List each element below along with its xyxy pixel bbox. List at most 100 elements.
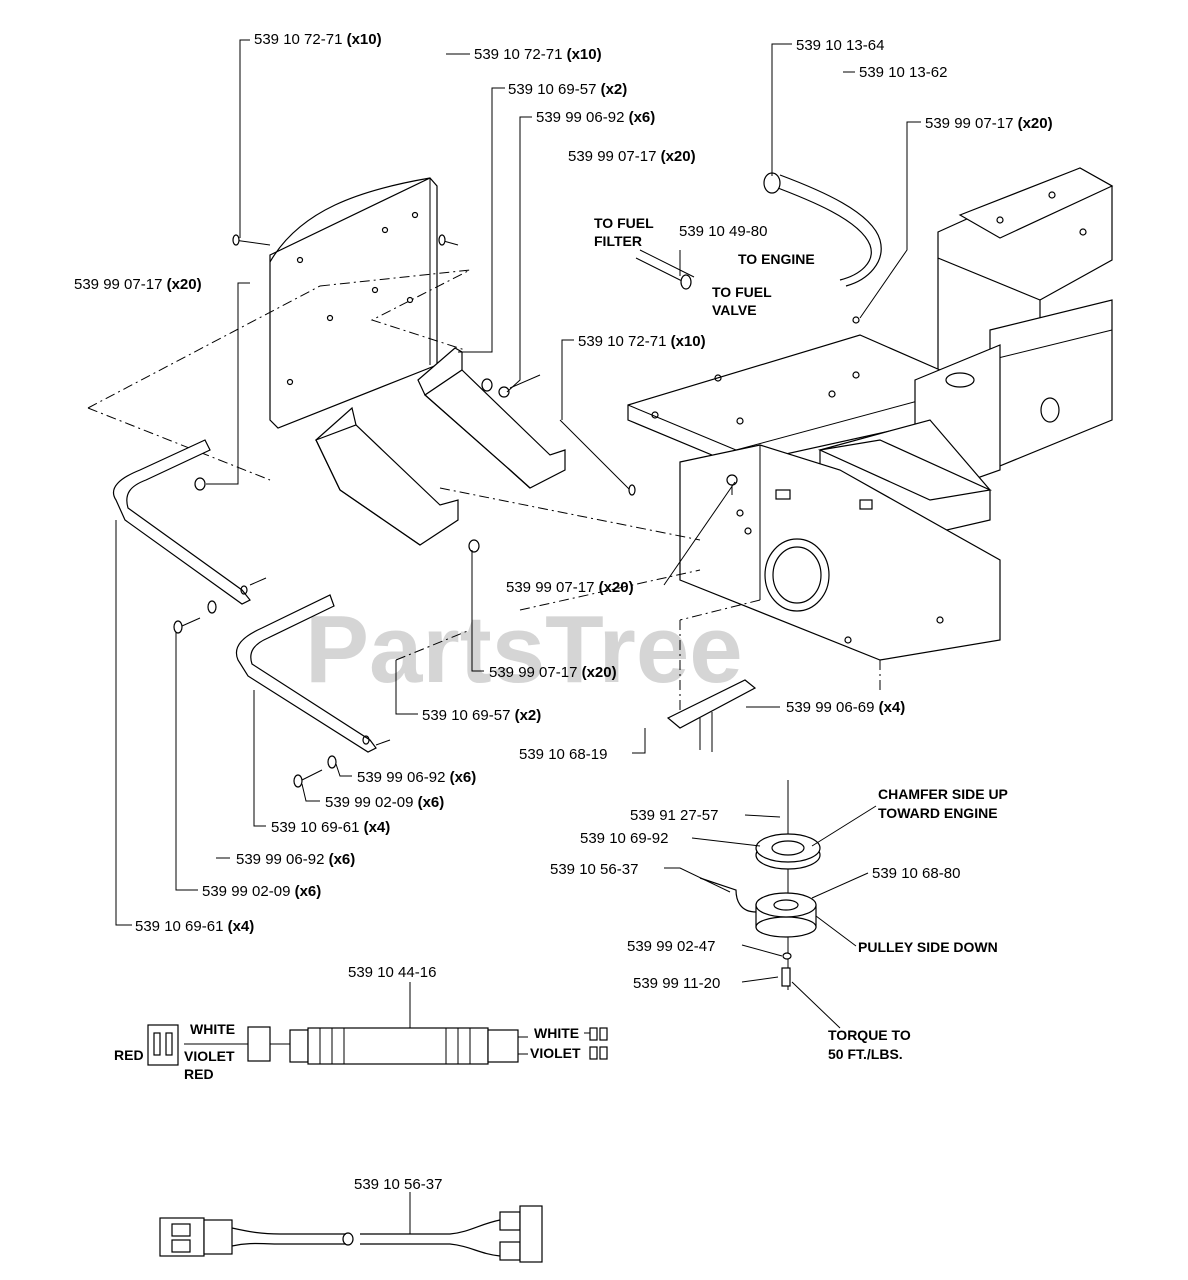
callout-label: 539 99 11-20 <box>633 975 720 992</box>
callout-label: 539 99 02-09 (x6) <box>325 794 444 811</box>
callout-labels: 539 10 72-71 (x10) 539 10 72-71 (x10) 53… <box>74 31 1053 1193</box>
note-chamfer-line2: TOWARD ENGINE <box>878 805 998 821</box>
harness-4416-drawing <box>147 1024 608 1066</box>
callout-label: 539 10 69-57 (x2) <box>508 81 627 98</box>
callout-label: 539 10 69-57 (x2) <box>422 707 541 724</box>
callout-label: 539 99 02-09 (x6) <box>202 883 321 900</box>
part-quantity: (x10) <box>567 46 602 63</box>
part-number: 539 99 02-09 <box>325 794 413 811</box>
callout-label: 539 10 72-71 (x10) <box>578 333 706 350</box>
note-to-fuel-valve-line1: TO FUEL <box>712 284 772 300</box>
leader-lines <box>115 39 921 1234</box>
part-number: 539 10 69-61 <box>271 819 359 836</box>
part-number: 539 10 13-64 <box>796 37 884 54</box>
part-quantity: (x4) <box>364 819 391 836</box>
part-quantity: (x10) <box>671 333 706 350</box>
note-torque-line2: 50 FT./LBS. <box>828 1046 903 1062</box>
assembly-notes: TO FUEL FILTER TO ENGINE TO FUEL VALVE C… <box>594 215 1008 1062</box>
part-number: 539 10 72-71 <box>474 46 562 63</box>
wire-label-violet-left: VIOLET <box>184 1048 235 1064</box>
note-to-engine: TO ENGINE <box>738 251 815 267</box>
part-number: 539 10 68-19 <box>519 746 607 763</box>
callout-label: 539 99 06-92 (x6) <box>236 851 355 868</box>
callout-label: 539 10 13-64 <box>796 37 884 54</box>
part-quantity: (x6) <box>450 769 477 786</box>
part-number: 539 10 68-80 <box>872 865 960 882</box>
pto-clutch-drawing <box>699 780 821 990</box>
note-torque-line1: TORQUE TO <box>828 1027 911 1043</box>
callout-label: 539 10 49-80 <box>679 223 767 240</box>
part-number: 539 10 69-57 <box>508 81 596 98</box>
callout-label: 539 10 69-61 (x4) <box>271 819 390 836</box>
part-number: 539 10 69-57 <box>422 707 510 724</box>
part-number: 539 10 69-61 <box>135 918 223 935</box>
wire-label-violet-right: VIOLET <box>530 1045 581 1061</box>
part-number: 539 99 02-09 <box>202 883 290 900</box>
part-number: 539 91 27-57 <box>630 807 718 824</box>
part-quantity: (x6) <box>629 109 656 126</box>
part-number: 539 99 07-17 <box>489 664 577 681</box>
callout-label: 539 10 69-61 (x4) <box>135 918 254 935</box>
part-number: 539 99 07-17 <box>74 276 162 293</box>
callout-label: 539 99 07-17 (x20) <box>568 148 696 165</box>
part-quantity: (x20) <box>1018 115 1053 132</box>
part-number: 539 99 06-69 <box>786 699 874 716</box>
callout-label: 539 10 56-37 <box>354 1176 442 1193</box>
part-number: 539 10 69-92 <box>580 830 668 847</box>
wire-label-white-right: WHITE <box>534 1025 579 1041</box>
wire-label-white-left: WHITE <box>190 1021 235 1037</box>
part-number: 539 99 06-92 <box>536 109 624 126</box>
callout-label: 539 99 07-17 (x20) <box>506 579 634 596</box>
part-quantity: (x6) <box>329 851 356 868</box>
part-quantity: (x6) <box>295 883 322 900</box>
part-number: 539 10 49-80 <box>679 223 767 240</box>
part-number: 539 10 72-71 <box>254 31 342 48</box>
part-number: 539 10 13-62 <box>859 64 947 81</box>
part-quantity: (x4) <box>879 699 906 716</box>
part-number: 539 10 72-71 <box>578 333 666 350</box>
callout-label: 539 99 06-92 (x6) <box>357 769 476 786</box>
callout-label: 539 10 69-92 <box>580 830 668 847</box>
fuel-line-drawing <box>635 172 882 324</box>
callout-label: 539 10 56-37 <box>550 861 638 878</box>
part-quantity: (x20) <box>582 664 617 681</box>
part-quantity: (x20) <box>167 276 202 293</box>
note-to-fuel-filter-line2: FILTER <box>594 233 642 249</box>
callout-label: 539 99 07-17 (x20) <box>489 664 617 681</box>
part-number: 539 99 07-17 <box>568 148 656 165</box>
part-quantity: (x6) <box>418 794 445 811</box>
wire-label-red-left: RED <box>114 1047 144 1063</box>
tractor-frame-drawing <box>627 167 1114 752</box>
part-quantity: (x10) <box>347 31 382 48</box>
note-pulley-side: PULLEY SIDE DOWN <box>858 939 998 955</box>
part-number: 539 99 06-92 <box>357 769 445 786</box>
wire-color-labels: WHITE RED VIOLET RED WHITE VIOLET <box>114 1021 581 1082</box>
part-number: 539 99 06-92 <box>236 851 324 868</box>
callout-label: 539 10 44-16 <box>348 964 436 981</box>
callout-label: 539 10 68-80 <box>872 865 960 882</box>
callout-label: 539 10 13-62 <box>859 64 947 81</box>
part-number: 539 10 44-16 <box>348 964 436 981</box>
note-to-fuel-filter-line1: TO FUEL <box>594 215 654 231</box>
part-quantity: (x20) <box>599 579 634 596</box>
part-number: 539 99 02-47 <box>627 938 715 955</box>
part-number: 539 99 07-17 <box>506 579 594 596</box>
wire-label-red-left-2: RED <box>184 1066 214 1082</box>
callout-label: 539 99 06-92 (x6) <box>536 109 655 126</box>
callout-label: 539 10 68-19 <box>519 746 607 763</box>
callout-label: 539 91 27-57 <box>630 807 718 824</box>
part-number: 539 99 11-20 <box>633 975 720 992</box>
callout-label: 539 99 06-69 (x4) <box>786 699 905 716</box>
part-number: 539 99 07-17 <box>925 115 1013 132</box>
part-quantity: (x4) <box>228 918 255 935</box>
note-to-fuel-valve-line2: VALVE <box>712 302 757 318</box>
part-quantity: (x20) <box>661 148 696 165</box>
part-number: 539 10 56-37 <box>354 1176 442 1193</box>
callout-label: 539 99 07-17 (x20) <box>925 115 1053 132</box>
panel-bracket-drawing <box>87 177 701 788</box>
callout-label: 539 10 72-71 (x10) <box>254 31 382 48</box>
part-quantity: (x2) <box>601 81 628 98</box>
watermark-logo: PartsTree <box>305 596 743 703</box>
part-number: 539 10 56-37 <box>550 861 638 878</box>
